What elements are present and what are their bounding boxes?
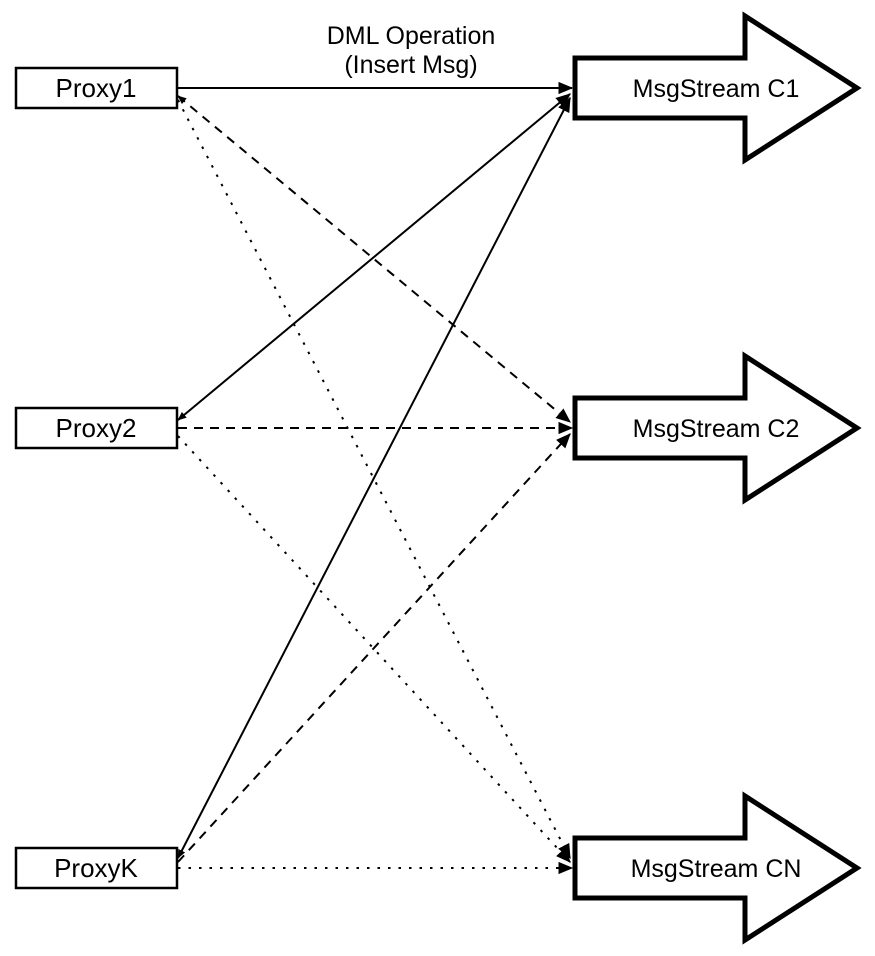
- connection-proxy2-c1-solid: [177, 93, 571, 421]
- dml-operation-label-line1: DML Operation: [327, 22, 496, 50]
- msgstream-c1-node: MsgStream C1: [572, 11, 862, 165]
- msgstream-c2-node: MsgStream C2: [572, 351, 862, 505]
- msgstream-c1-arrow: [572, 11, 862, 165]
- dml-operation-label-line2: (Insert Msg): [344, 51, 477, 79]
- proxy2-label: Proxy2: [56, 413, 137, 443]
- msgstream-c2-arrow: [572, 351, 862, 505]
- msgstream-c2-label: MsgStream C2: [633, 415, 800, 443]
- proxy2-node: Proxy2: [14, 406, 179, 450]
- proxy1-label: Proxy1: [56, 73, 137, 103]
- connection-proxyk-c1-solid: [177, 96, 571, 859]
- proxyk-label: ProxyK: [54, 853, 138, 883]
- proxy1-box: [14, 66, 179, 110]
- proxyk-box: [14, 846, 179, 890]
- proxy2-box: [14, 406, 179, 450]
- proxyk-node: ProxyK: [14, 846, 179, 890]
- connection-proxyk-c2-dashed: [177, 433, 571, 863]
- msgstream-cn-node: MsgStream CN: [572, 791, 862, 945]
- msgstream-cn-label: MsgStream CN: [631, 855, 802, 883]
- msgstream-c1-label: MsgStream C1: [633, 75, 800, 103]
- msgstream-cn-arrow: [572, 791, 862, 945]
- proxy1-node: Proxy1: [14, 66, 179, 110]
- connection-proxy1-c2-dashed: [177, 95, 571, 423]
